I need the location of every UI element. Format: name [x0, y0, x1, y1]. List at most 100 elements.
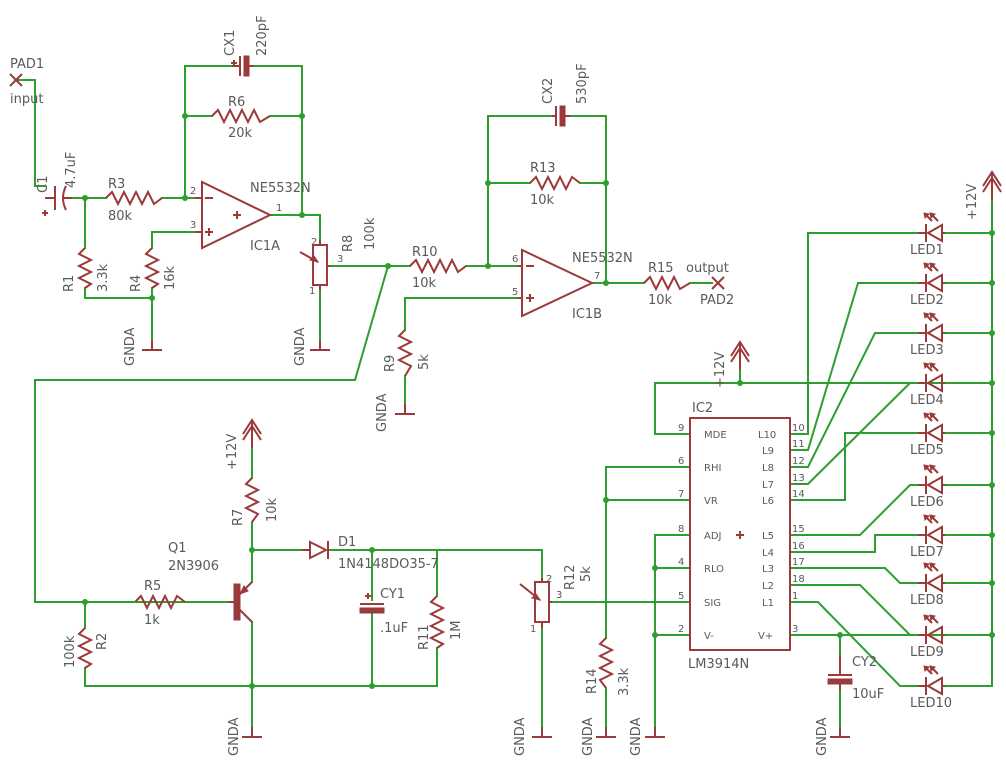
led-5 — [918, 412, 945, 443]
gnda-symbol-8 — [829, 726, 851, 738]
ic1a-pin2: 2 — [190, 186, 196, 197]
cy2-capacitor — [827, 655, 853, 690]
r8-pin1: 1 — [309, 286, 315, 297]
r3-value: 80k — [108, 209, 133, 224]
vcc-label-3: +12V — [965, 184, 980, 220]
ic2-pin-l8: L8 — [762, 463, 774, 474]
r13-label: R13 — [530, 161, 556, 176]
ic2-num-17: 17 — [792, 557, 805, 568]
r11-value: 1M — [449, 621, 464, 641]
ic1a-opamp — [195, 180, 273, 250]
led-3 — [918, 312, 945, 343]
r3-label: R3 — [108, 177, 125, 192]
r8-value: 100k — [363, 217, 378, 250]
r11-resistor — [428, 595, 446, 649]
cx2-label: CX2 — [541, 78, 556, 104]
ic2-num-9: 9 — [678, 423, 684, 434]
r4-resistor — [143, 247, 161, 289]
vcc-symbol-1 — [242, 419, 262, 449]
ic1a-pin3: 3 — [190, 220, 196, 231]
r12-pin1: 1 — [530, 624, 536, 635]
c1-capacitor — [42, 185, 72, 216]
r1-label: R1 — [62, 275, 77, 292]
cx1-value: 220pF — [255, 15, 270, 56]
r1-resistor — [76, 247, 94, 289]
ic2-num-2: 2 — [678, 624, 684, 635]
ic2-pin-l3: L3 — [762, 564, 774, 575]
ic2-pin-l9: L9 — [762, 446, 774, 457]
led10-label: LED10 — [910, 696, 952, 711]
led5-label: LED5 — [910, 443, 944, 458]
gnda-label-5: GNDA — [513, 717, 528, 756]
ic2-pin-l5: L5 — [762, 531, 774, 542]
gnda-label-1: GNDA — [123, 327, 138, 366]
r6-label: R6 — [228, 95, 245, 110]
ic2-num-5: 5 — [678, 591, 684, 602]
ic1a-pin1: 1 — [276, 203, 282, 214]
led-4 — [918, 362, 945, 393]
ic2-label: IC2 — [692, 401, 713, 416]
gnda-symbol-6 — [595, 726, 617, 738]
ic2-pin-l7: L7 — [762, 480, 774, 491]
d1-part: 1N4148DO35-7 — [338, 557, 439, 572]
ic2-pin-l1: L1 — [762, 598, 774, 609]
wires — [17, 65, 993, 736]
junctions — [82, 113, 995, 689]
ic2-pin-rlo: RLO — [704, 564, 724, 575]
r9-value: 5k — [417, 354, 432, 370]
ic2-pin-adj: ADJ — [704, 531, 722, 542]
cy2-value: 10uF — [852, 687, 884, 702]
vcc-label-1: +12V — [225, 434, 240, 470]
r6-value: 20k — [228, 126, 253, 141]
ic2-pin-l4: L4 — [762, 548, 774, 559]
q1-label: Q1 — [168, 541, 187, 556]
ic2-part: LM3914N — [688, 657, 749, 672]
led9-label: LED9 — [910, 645, 944, 660]
ic2-num-1: 1 — [792, 591, 798, 602]
r8-potentiometer — [299, 240, 330, 290]
led1-label: LED1 — [910, 243, 944, 258]
ic2-num-6: 6 — [678, 456, 684, 467]
gnda-symbol-7 — [644, 726, 666, 738]
r15-label: R15 — [648, 261, 674, 276]
led-2 — [918, 262, 945, 293]
r3-resistor — [105, 189, 163, 207]
vcc-symbol-3 — [982, 171, 1002, 201]
r8-pin2: 2 — [311, 237, 317, 248]
ic2-num-11: 11 — [792, 439, 805, 450]
ic2-pin-mde: MDE — [704, 430, 727, 441]
r9-label: R9 — [383, 355, 398, 372]
ic2-num-7: 7 — [678, 489, 684, 500]
led-array — [918, 212, 945, 696]
gnda-symbol-5 — [531, 726, 553, 738]
led-10 — [918, 665, 945, 696]
r1-value: 3.3k — [96, 263, 111, 292]
output-label: output — [686, 261, 729, 276]
ic2-pin-vminus: V- — [704, 631, 714, 642]
ic1b-part: NE5532N — [572, 251, 633, 266]
c1-value: 4.7uF — [64, 152, 79, 188]
r2-label: R2 — [95, 633, 110, 650]
r14-value: 3.3k — [617, 667, 632, 696]
ic2-num-18: 18 — [792, 574, 805, 585]
r12-potentiometer — [519, 578, 552, 628]
ic2-lm3914 — [689, 417, 791, 651]
ic2-num-10: 10 — [792, 423, 805, 434]
cx2-value: 530pF — [575, 63, 590, 104]
r11-label: R11 — [417, 624, 432, 650]
led8-label: LED8 — [910, 593, 944, 608]
led3-label: LED3 — [910, 343, 944, 358]
labels: PAD1 input C1 4.7uF R3 80k CX1 220pF R6 … — [10, 15, 980, 756]
r12-pin3: 3 — [556, 590, 562, 601]
r14-resistor — [597, 637, 615, 689]
r6-resistor — [211, 107, 271, 125]
ic2-pin-l10: L10 — [758, 430, 776, 441]
r7-value: 10k — [265, 497, 280, 522]
led-8 — [918, 562, 945, 593]
vcc-label-2: +12V — [713, 352, 728, 388]
c1-label: C1 — [36, 176, 51, 193]
d1-label: D1 — [338, 535, 356, 550]
cy1-value: .1uF — [380, 621, 408, 636]
r12-value: 5k — [579, 566, 594, 582]
led7-label: LED7 — [910, 545, 944, 560]
